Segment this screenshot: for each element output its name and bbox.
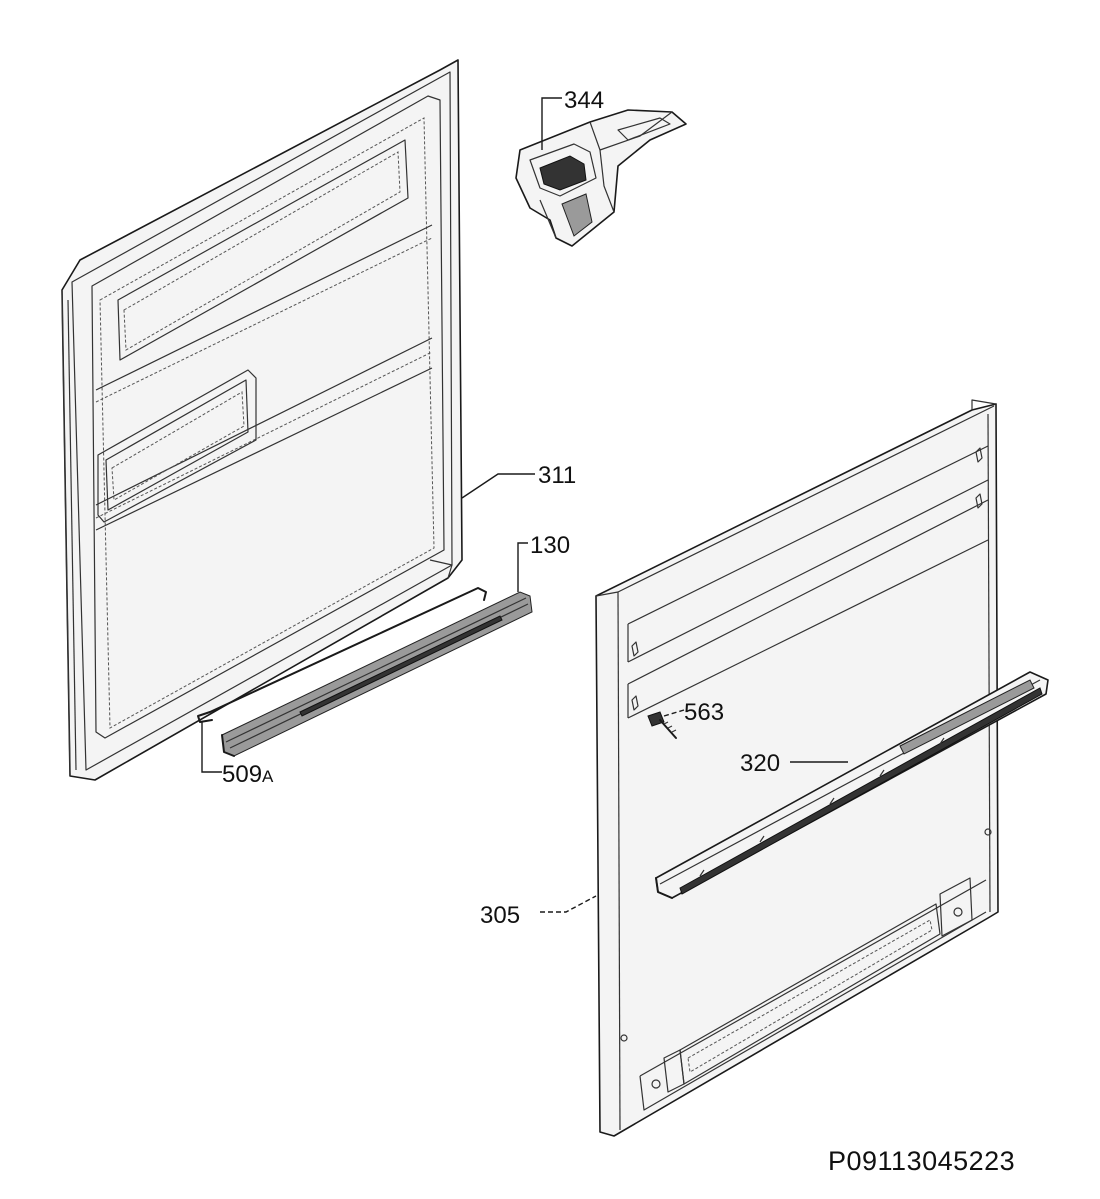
inner-door-panel xyxy=(61,59,463,781)
part-label-311: 311 xyxy=(538,462,576,489)
screw xyxy=(647,711,677,739)
handle-strip xyxy=(655,671,1049,899)
part-label-509a: 509A xyxy=(222,761,274,788)
door-lock xyxy=(515,109,687,247)
reference-code: P09113045223 xyxy=(828,1146,1015,1176)
part-label-320: 320 xyxy=(740,750,780,777)
spring-clip xyxy=(197,587,487,723)
door-gasket xyxy=(221,591,533,757)
part-label-563: 563 xyxy=(684,699,724,726)
outer-door-panel xyxy=(595,399,999,1137)
part-label-305: 305 xyxy=(480,902,520,929)
part-label-344: 344 xyxy=(564,87,604,114)
part-label-130: 130 xyxy=(530,532,570,559)
